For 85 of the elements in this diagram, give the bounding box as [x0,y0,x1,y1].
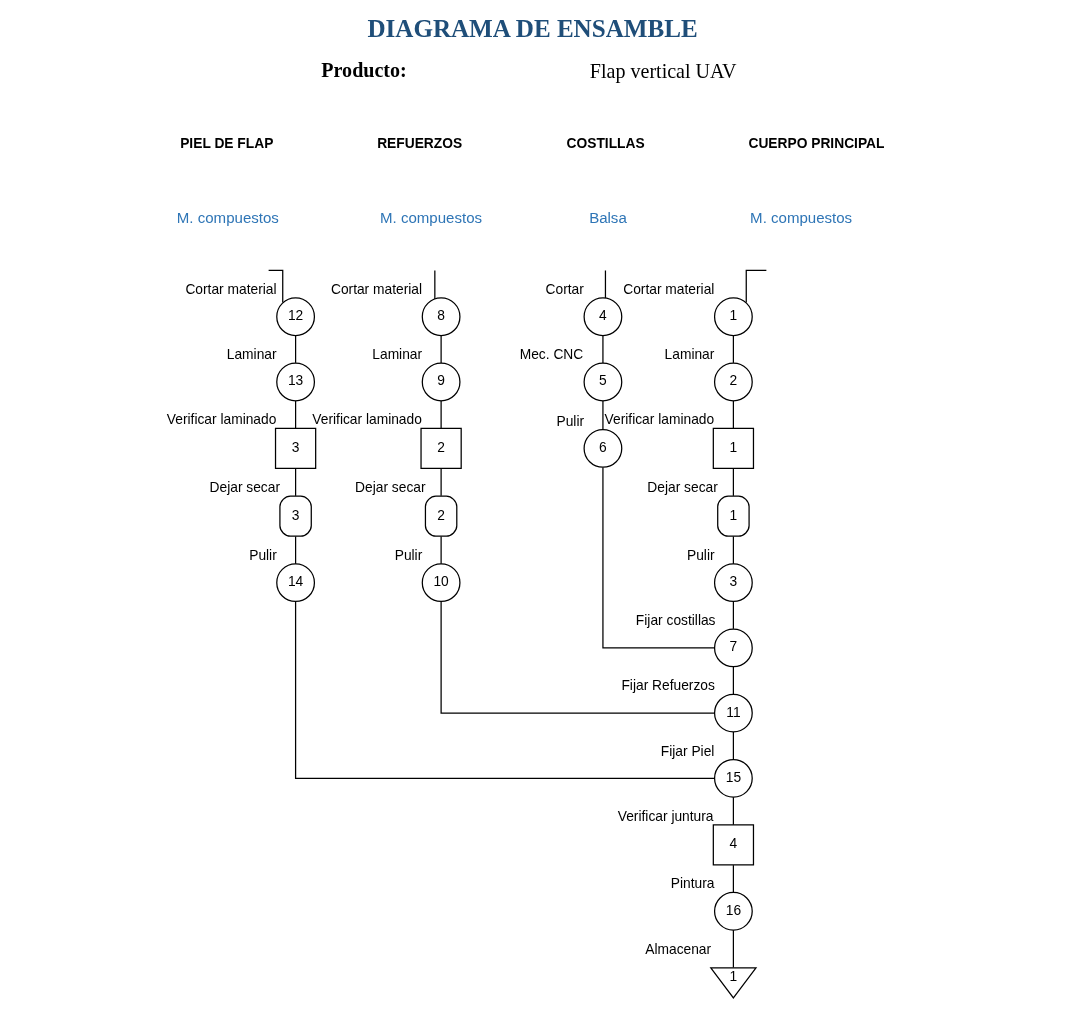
node-circle: 1 [713,297,753,337]
diagram-title: DIAGRAMA DE ENSAMBLE [366,14,698,42]
node-label: Laminar [226,347,277,363]
label: REFUERZOS [376,136,462,152]
connector [294,535,296,565]
node-box: 1 [712,427,754,470]
node-label: Fijar Piel [660,743,714,759]
connector [601,334,604,364]
node-circle: 15 [713,758,753,798]
node-circle: 13 [275,362,315,402]
node-circle: 7 [713,628,753,668]
connector [440,400,442,429]
node-label: Mec. CNC [519,347,583,363]
label: Producto: [320,58,407,81]
connector [604,269,606,299]
connector [732,334,734,364]
node-label: Dejar secar [209,480,280,496]
connector [440,334,442,364]
node-circle: 3 [713,563,753,603]
node-circle: 8 [421,297,461,337]
connector [294,400,296,429]
node-circle: 4 [583,297,622,337]
label: Flap vertical UAV [589,60,737,83]
node-label: Cortar material [330,281,422,297]
node-label: Pulir [556,413,584,429]
label: Balsa [588,208,627,226]
connector [732,666,734,695]
node-label: Laminar [664,347,714,363]
node-circle: 16 [713,891,753,931]
node-circle: 11 [713,693,753,733]
connector [267,269,283,304]
connector [440,535,442,565]
connector [440,601,715,714]
connector [601,466,715,649]
node-circle: 14 [275,563,315,603]
connector [732,400,734,429]
node-label: Verificar laminado [311,412,422,428]
node-circle: 10 [421,563,461,603]
node-label: Verificar laminado [604,412,714,428]
node-label: Pintura [670,876,714,892]
node-label: Pulir [248,547,277,563]
node-box: 2 [424,495,457,537]
node-circle: 5 [583,362,622,402]
label: PIEL DE FLAP [179,136,273,152]
connector [732,864,734,894]
connector [294,601,715,779]
label: M. compuestos [176,208,279,226]
node-label: Verificar laminado [166,412,276,428]
node-label: Almacenar [644,941,711,957]
node-circle: 9 [421,362,461,402]
connector [433,269,435,300]
node-label: Pulir [686,547,715,563]
node-box: 4 [712,824,754,866]
node-label: Laminar [371,347,422,363]
connector [732,468,734,497]
connector [732,600,734,630]
node-box: 3 [274,427,316,470]
node-circle: 12 [275,297,315,337]
connector [294,468,296,497]
connector [745,269,767,304]
node-box: 1 [716,495,750,537]
connector [601,400,604,430]
node-circle: 6 [583,429,622,468]
connector [294,334,296,364]
label: CUERPO PRINCIPAL [747,136,884,152]
node-circle: 2 [713,362,753,402]
label: M. compuestos [749,208,852,226]
connector [732,929,734,969]
connector [732,535,734,565]
label: M. compuestos [379,208,482,226]
connector [732,731,734,760]
node-label: Dejar secar [354,480,426,496]
node-label: Cortar material [622,281,714,297]
node-label: Fijar costillas [635,613,716,629]
node-label: Verificar juntura [617,808,714,824]
node-box: 2 [419,427,462,470]
label: COSTILLAS [566,136,645,152]
node-label: Dejar secar [646,480,718,496]
node-label: Cortar material [184,281,277,297]
node-label: Fijar Refuerzos [620,678,715,694]
node-box: 3 [278,495,312,537]
connector [440,468,442,497]
connector [732,796,734,826]
node-label: Cortar [545,281,584,297]
node-label: Pulir [394,547,422,563]
